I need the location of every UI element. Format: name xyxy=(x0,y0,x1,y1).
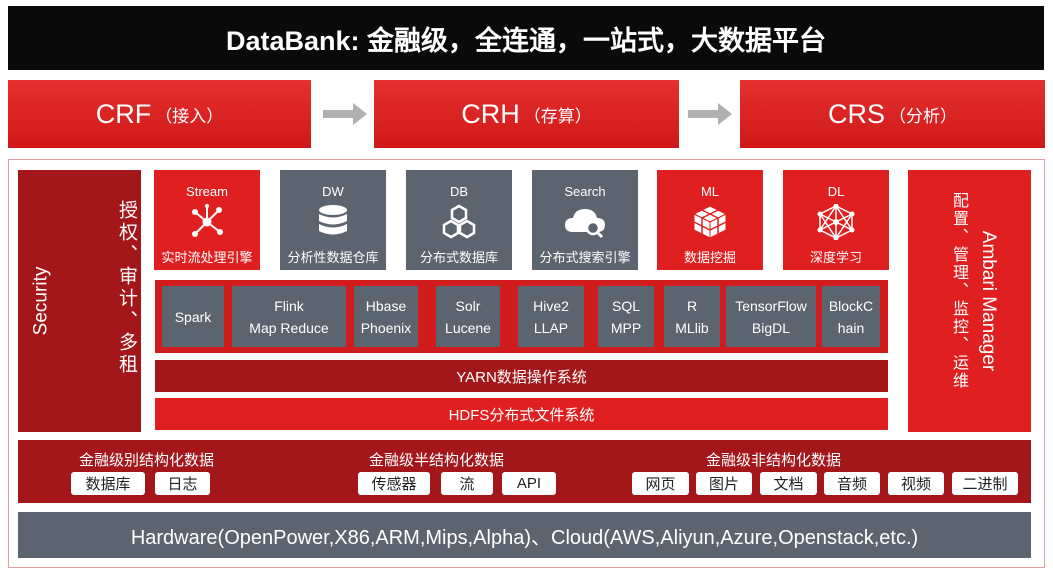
component-name: Search xyxy=(564,184,606,199)
page-title: DataBank: 金融级，全连通，一站式，大数据平台 xyxy=(8,6,1044,70)
engine-hive2: Hive2 LLAP xyxy=(518,286,584,347)
component-desc: 分布式数据库 xyxy=(419,250,498,265)
hdfs-layer: HDFS分布式文件系统 xyxy=(155,398,888,430)
data-chip: API xyxy=(502,472,556,495)
component-name: DL xyxy=(827,184,845,199)
yarn-layer: YARN数据操作系统 xyxy=(155,360,888,392)
network-nodes-icon xyxy=(187,203,227,241)
cubes-icon xyxy=(692,203,728,241)
data-chip: 传感器 xyxy=(358,472,430,495)
cloud-search-icon xyxy=(563,203,607,241)
arrow-right-icon xyxy=(688,103,732,125)
hexagons-icon xyxy=(439,203,479,241)
semi-structured-data-title: 金融级半结构化数据 xyxy=(369,452,505,469)
component-name: DW xyxy=(322,184,344,199)
engine-line2: Map Reduce xyxy=(249,319,329,336)
security-panel: Security 授权、审计、多租 xyxy=(18,170,141,432)
data-chip: 二进制 xyxy=(952,472,1018,495)
component-search: Search 分布式搜索引擎 xyxy=(532,170,638,270)
stage-crf: CRF （接入） xyxy=(8,80,311,148)
data-chip: 日志 xyxy=(155,472,210,495)
stage-crf-sub: （接入） xyxy=(155,106,224,126)
component-name: DB xyxy=(449,184,469,199)
data-chip: 网页 xyxy=(632,472,689,495)
engine-line2: MLlib xyxy=(675,319,709,336)
engine-line1: Solr xyxy=(455,297,481,314)
engine-line1: Hive2 xyxy=(533,297,569,314)
engine-line1: Hbase xyxy=(365,297,407,314)
security-features: 授权、审计、多租 xyxy=(116,200,137,376)
engine-blockchain: BlockC hain xyxy=(822,286,880,347)
data-chip: 视频 xyxy=(888,472,944,495)
component-stream: Stream 实时流处理引擎 xyxy=(154,170,260,270)
engine-line2: Phoenix xyxy=(360,319,412,336)
engine-tensorflow: TensorFlow BigDL xyxy=(726,286,816,347)
component-desc: 分布式搜索引擎 xyxy=(539,250,631,265)
stage-crs-sub: （分析） xyxy=(889,106,957,126)
component-desc: 分析性数据仓库 xyxy=(287,250,379,265)
engine-r: R MLlib xyxy=(664,286,720,347)
stage-crh-sub: （存算） xyxy=(523,106,592,126)
engine-line2: BigDL xyxy=(751,319,791,336)
structured-data-title: 金融级别结构化数据 xyxy=(79,452,215,469)
component-desc: 实时流处理引擎 xyxy=(161,250,253,265)
engine-flink: Flink Map Reduce xyxy=(232,286,346,347)
hardware-layer: Hardware(OpenPower,X86,ARM,Mips,Alpha)、C… xyxy=(18,512,1031,558)
engine-line1: TensorFlow xyxy=(735,297,807,314)
component-desc: 数据挖掘 xyxy=(683,250,736,265)
engine-line2: hain xyxy=(837,319,865,336)
stage-crf-name: CRF xyxy=(95,98,152,129)
component-ml: ML 数据挖掘 xyxy=(657,170,763,270)
engine-line1: Spark xyxy=(174,308,212,325)
ambari-panel: 配置、管理、监控、运维 Ambari Manager xyxy=(908,170,1031,432)
data-chip: 图片 xyxy=(696,472,752,495)
engine-spark: Spark xyxy=(162,286,224,347)
data-chip: 音频 xyxy=(824,472,880,495)
component-dl: DL 深度学习 xyxy=(783,170,889,270)
unstructured-data-title: 金融级非结构化数据 xyxy=(706,452,842,469)
data-chip: 数据库 xyxy=(71,472,145,495)
engine-solr: Solr Lucene xyxy=(436,286,500,347)
stage-crs-name: CRS xyxy=(827,98,885,129)
ambari-title: Ambari Manager xyxy=(978,230,1000,372)
ambari-features: 配置、管理、监控、运维 xyxy=(950,192,967,390)
engine-hbase: Hbase Phoenix xyxy=(354,286,418,347)
architecture-frame xyxy=(8,159,1045,568)
stage-crh: CRH （存算） xyxy=(374,80,679,148)
engine-sql: SQL MPP xyxy=(598,286,654,347)
engine-line2: MPP xyxy=(610,319,642,336)
data-chip: 文档 xyxy=(760,472,817,495)
component-db: DB 分布式数据库 xyxy=(406,170,512,270)
stage-crs: CRS （分析） xyxy=(740,80,1045,148)
database-icon xyxy=(317,203,349,241)
security-title: Security xyxy=(30,266,52,336)
data-chip: 流 xyxy=(441,472,493,495)
component-dw: DW 分析性数据仓库 xyxy=(280,170,386,270)
engine-line1: Flink xyxy=(274,297,304,314)
arrow-right-icon xyxy=(323,103,367,125)
neural-net-icon xyxy=(816,203,856,241)
engine-line2: Lucene xyxy=(445,319,491,336)
engine-line2: LLAP xyxy=(533,319,569,336)
component-desc: 深度学习 xyxy=(809,250,862,265)
stage-crh-name: CRH xyxy=(461,98,520,129)
engine-line1: SQL xyxy=(611,297,640,314)
engine-line1: BlockC xyxy=(828,297,874,314)
component-name: Stream xyxy=(186,184,228,199)
engine-line1: R xyxy=(686,297,698,314)
component-name: ML xyxy=(700,184,720,199)
